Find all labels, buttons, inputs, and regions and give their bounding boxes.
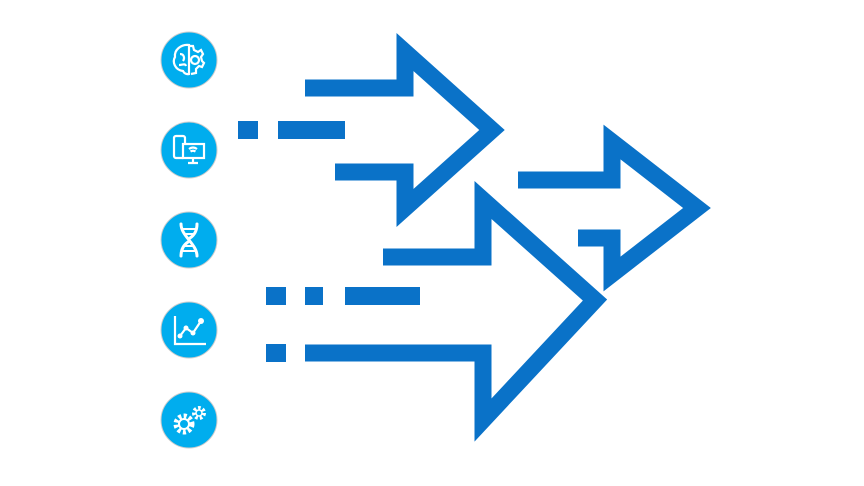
arrow-large	[305, 181, 608, 442]
dna-icon	[160, 211, 218, 269]
arrow-right	[518, 124, 711, 292]
line-chart-icon	[160, 301, 218, 359]
arrow-top	[305, 32, 505, 228]
brain-gear-icon	[160, 31, 218, 89]
devices-wifi-icon	[160, 121, 218, 179]
gears-icon	[160, 391, 218, 449]
speed-dashes	[238, 121, 420, 362]
